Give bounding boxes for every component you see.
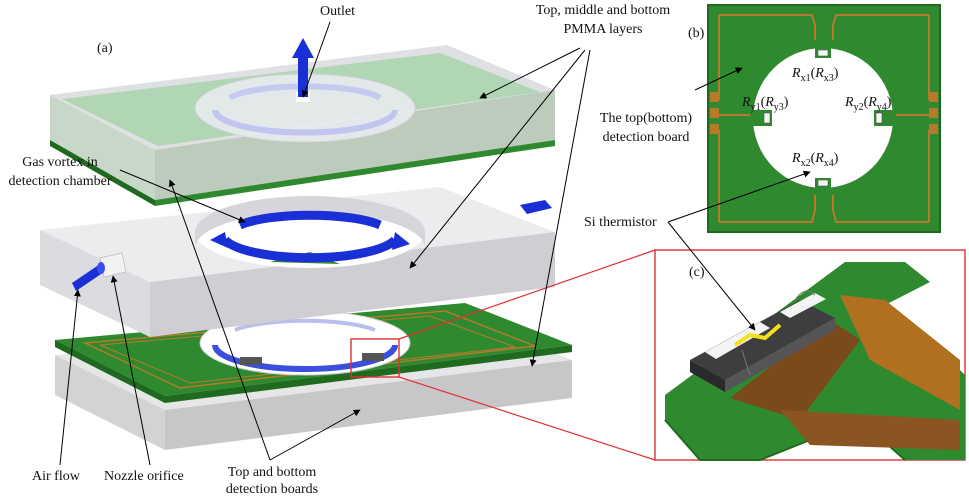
panel-label-c: (c) (689, 265, 705, 280)
pmma-label-line1: Top, middle and bottom (536, 3, 670, 18)
board-label-line1: The top(bottom) (600, 111, 692, 126)
si-thermistor-label: Si thermistor (584, 215, 657, 230)
thermistor-label-rx1: Rx1(Rx3) (791, 66, 839, 84)
thermistor-c-leader (667, 221, 756, 331)
thermistor-label-ry2: Ry2(Ry4) (844, 95, 892, 113)
gas-vortex-label-line1: Gas vortex in (22, 155, 97, 170)
air-flow-label: Air flow (32, 469, 81, 484)
bottom-detection-board (55, 303, 572, 403)
nozzle-orifice-label: Nozzle orifice (104, 469, 184, 484)
board-label-line2: detection board (603, 130, 690, 145)
gas-vortex-label-line2: detection chamber (8, 174, 111, 189)
thermistor-b-leader (667, 170, 811, 223)
air-flow-arrow (72, 262, 105, 291)
boards-label-line2: detection boards (226, 482, 318, 496)
outlet-leader (301, 21, 331, 98)
board-top-view (707, 4, 941, 233)
leader-lines (59, 21, 811, 466)
pmma-leader-top (479, 47, 581, 99)
outlet-label: Outlet (320, 4, 355, 19)
boards-leader-bottom (269, 409, 361, 461)
outlet-arrow (292, 38, 314, 97)
boards-label-line1: Top and bottom (228, 465, 317, 480)
pmma-label-line2: PMMA layers (564, 22, 643, 37)
panel-label-a: (a) (97, 41, 113, 56)
nozzle-leader (110, 275, 151, 466)
zoom-connector-bottom (398, 376, 656, 461)
gas-vortex-leader (119, 169, 246, 223)
air-flow-leader (59, 289, 81, 466)
board-b-leader (694, 67, 743, 91)
thermistor-label-rx2: Rx2(Rx4) (791, 151, 839, 169)
thermistor-zoom (654, 249, 966, 461)
middle-pmma-layer (40, 187, 555, 337)
pmma-leader-bottom (529, 49, 591, 367)
zoom-connector-top (398, 249, 656, 340)
panel-label-b: (b) (688, 26, 705, 41)
boards-leader-top (168, 179, 271, 461)
exploded-stack (40, 38, 572, 450)
pmma-leader-middle (409, 49, 586, 269)
thermistor-label-ry1: Ry1(Ry3) (741, 95, 789, 113)
